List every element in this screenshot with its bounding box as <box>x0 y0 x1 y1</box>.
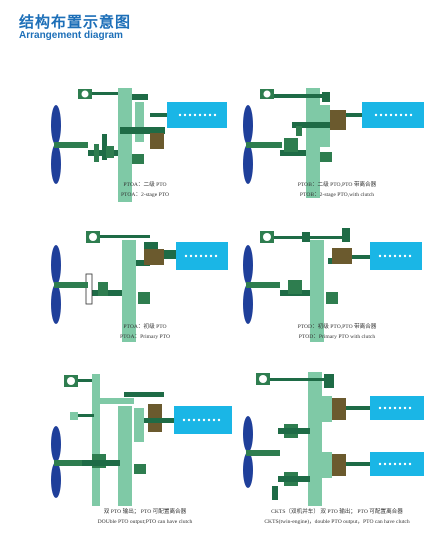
panel-double-pto: 双 PTO 输出； PTO 可配置离合器 DOUble PTO output;P… <box>40 368 250 528</box>
main-gear <box>308 372 322 506</box>
pto-shaft <box>144 418 174 423</box>
propeller-shaft <box>54 282 88 288</box>
propeller-blade-bottom <box>51 462 61 498</box>
small-shaft <box>78 414 94 417</box>
gauge-face <box>82 91 89 98</box>
lower-pump-icon <box>370 452 424 476</box>
bearing-left <box>106 146 114 158</box>
bearing-left <box>296 126 302 136</box>
upper-link <box>100 398 134 404</box>
caption-en: CKTS(twin-engine)，double PTO output，PTO … <box>232 518 442 527</box>
pto-shaft-top <box>272 94 328 98</box>
lower-pump-shaft <box>346 462 370 466</box>
propeller-blade-bottom <box>51 284 61 324</box>
propeller-blade-top <box>243 416 253 452</box>
output-shaft-top <box>132 94 148 100</box>
bearing-right <box>326 292 338 304</box>
bearing-outer <box>94 144 99 162</box>
gauge-face <box>89 233 97 241</box>
bearing-left <box>98 282 108 296</box>
upper-pto-shaft <box>124 392 164 397</box>
page-title: 结构布置示意图 <box>19 11 131 32</box>
panel-ptod-primary-clutch: PTOD：初级 PTO,PTO 带离合器 PTOD：Primary PTO wi… <box>232 222 442 347</box>
main-gear <box>118 406 132 506</box>
pto-shaft <box>120 127 165 134</box>
flange-icon <box>86 274 92 304</box>
lever-icon <box>272 486 278 500</box>
caption-cn: PTOA：初级 PTO <box>40 323 250 332</box>
propeller-blade-bottom <box>243 452 253 488</box>
lower-input-shaft <box>278 476 310 482</box>
caption-cn: PTOB：二级 PTO,PTO 带离合器 <box>232 181 442 190</box>
caption-cn: CKTS（双机并车） 双 PTO 输出； PTO 可配置离合器 <box>232 508 442 517</box>
propeller-shaft <box>246 282 280 288</box>
caption-en: DOUble PTO output;PTO can have clutch <box>40 518 250 527</box>
gauge-face <box>259 375 267 383</box>
input-shaft <box>80 460 120 466</box>
caption-cn: PTOD：初级 PTO,PTO 带离合器 <box>232 323 442 332</box>
upper-clutch-icon <box>332 398 346 420</box>
bearing-right <box>320 152 332 162</box>
caption-en: PTOA：2-stage PTO <box>40 191 250 200</box>
propeller-blade-bottom <box>243 144 253 184</box>
left-gear <box>92 374 100 506</box>
gauge-line <box>100 235 150 238</box>
bearing-outer <box>284 138 298 152</box>
propeller-shaft <box>246 142 282 148</box>
caption-en: PTOB：2-stage PTO,with clutch <box>232 191 442 200</box>
pump-icon <box>362 102 424 128</box>
gauge-face <box>263 233 271 241</box>
propeller-blade-top <box>243 105 253 145</box>
small-gear <box>70 412 78 420</box>
upper-pump-icon <box>370 396 424 420</box>
page-subtitle: Arrangement diagram <box>19 30 123 41</box>
bearing-right <box>138 292 150 304</box>
caption-en: PTOA：Primary PTO <box>40 333 250 342</box>
panel-ptob-2stage-clutch: PTOB：二级 PTO,PTO 带离合器 PTOB：2-stage PTO,wi… <box>232 80 442 205</box>
caption-en: PTOD：Primary PTO with clutch <box>232 333 442 342</box>
pump-icon <box>167 102 227 128</box>
bearing-left <box>288 280 302 294</box>
clutch-icon <box>332 248 352 264</box>
bearing-right <box>132 154 144 164</box>
propeller-blade-bottom <box>243 284 253 324</box>
pump-shaft <box>346 113 362 117</box>
clutch-icon <box>150 133 164 149</box>
lower-second-gear <box>322 452 332 478</box>
gauge-line <box>92 92 118 95</box>
propeller-blade-top <box>243 245 253 285</box>
gauge-face <box>67 377 75 385</box>
propeller-shaft <box>54 460 82 466</box>
propeller-blade-top <box>51 426 61 462</box>
pump-shaft <box>150 113 167 117</box>
panel-ckts-twin: CKTS（双机并车） 双 PTO 输出； PTO 可配置离合器 CKTS(twi… <box>232 368 442 528</box>
caption-cn: 双 PTO 输出； PTO 可配置离合器 <box>40 508 250 517</box>
gauge-line <box>268 378 334 381</box>
upper-second-gear <box>322 396 332 422</box>
propeller-blade-top <box>51 105 61 145</box>
second-gear <box>135 102 144 142</box>
panel-ptoa-primary: PTOA：初级 PTO PTOA：Primary PTO <box>40 222 250 347</box>
upper-pump-shaft <box>346 406 370 410</box>
second-gear <box>134 408 144 442</box>
propeller-blade-top <box>51 245 61 285</box>
gauge-line <box>272 236 342 239</box>
propeller-blade-bottom <box>51 144 61 184</box>
propeller-shaft <box>246 450 280 456</box>
bearing-right <box>134 464 146 474</box>
panel-ptoa-2stage: PTOA：二级 PTO PTOA：2-stage PTO <box>40 80 250 205</box>
caption-cn: PTOA：二级 PTO <box>40 181 250 190</box>
pump-shaft <box>164 255 176 259</box>
gauge-line <box>78 379 92 382</box>
clutch-icon <box>330 110 346 130</box>
clutch-icon <box>144 249 164 265</box>
gauge-face <box>264 91 271 98</box>
lower-clutch-icon <box>332 454 346 476</box>
upper-coupling <box>342 228 350 242</box>
propeller-shaft <box>54 142 88 148</box>
pump-shaft <box>352 255 370 259</box>
upper-input-shaft <box>278 428 310 434</box>
